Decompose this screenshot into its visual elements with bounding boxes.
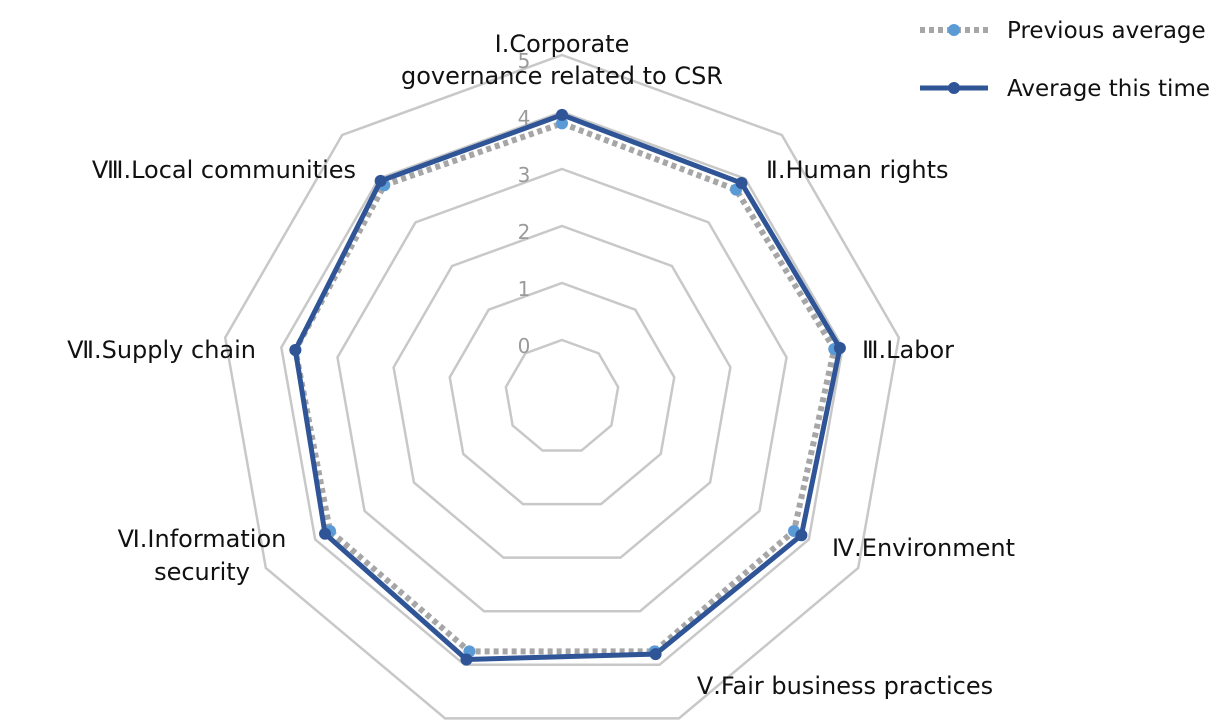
category-label-1-line-1: Ⅰ.Corporate (495, 30, 630, 58)
tick-label-4: 4 (518, 106, 531, 130)
tick-label-3: 3 (518, 163, 531, 187)
radar-grid (223, 53, 901, 720)
grid-ring-4 (280, 110, 844, 667)
tick-label-0: 0 (518, 334, 531, 358)
tick-label-2: 2 (518, 220, 531, 244)
data-series (289, 108, 846, 666)
category-label-4: Ⅳ.Environment (832, 534, 1015, 562)
category-label-2: Ⅱ.Human rights (766, 156, 949, 184)
legend-marker-1 (948, 24, 960, 36)
grid-ring-0 (504, 338, 620, 452)
category-label-6-line-2: security (154, 558, 250, 586)
series-2-point-6 (460, 653, 473, 666)
series-2-point-5 (649, 648, 662, 661)
category-label-6-line-1: Ⅵ.Information (118, 525, 287, 553)
category-label-5: Ⅴ.Fair business practices (697, 672, 993, 700)
category-label-7: Ⅶ.Supply chain (67, 336, 256, 364)
series-2-point-9 (374, 174, 387, 187)
tick-label-5: 5 (518, 49, 531, 73)
tick-label-1: 1 (518, 277, 531, 301)
series-2-point-2 (735, 177, 748, 190)
series-2-point-3 (833, 342, 846, 355)
series-2-point-8 (289, 343, 302, 356)
radial-tick-labels: 0 1 2 3 4 5 (518, 49, 531, 358)
category-label-8: Ⅷ.Local communities (92, 156, 356, 184)
series-2-point-7 (319, 527, 332, 540)
grid-ring-5 (223, 53, 901, 720)
category-label-3: Ⅲ.Labor (862, 336, 954, 364)
series-line-2 (292, 112, 843, 662)
grid-ring-2 (392, 224, 732, 559)
category-labels: Ⅰ.Corporate governance related to CSR Ⅱ.Hu… (67, 30, 1015, 700)
series-1-point-1 (556, 117, 568, 130)
legend-label-2: Average this time (1007, 76, 1210, 102)
grid-ring-3 (336, 167, 788, 613)
series-2-point-4 (795, 529, 808, 542)
series-line-1 (292, 120, 838, 655)
category-label-1-line-2: governance related to CSR (401, 62, 723, 90)
grid-ring-1 (448, 281, 676, 506)
legend-label-1: Previous average (1007, 18, 1206, 44)
legend-marker-2 (948, 82, 960, 94)
series-2-point-1 (556, 108, 568, 121)
